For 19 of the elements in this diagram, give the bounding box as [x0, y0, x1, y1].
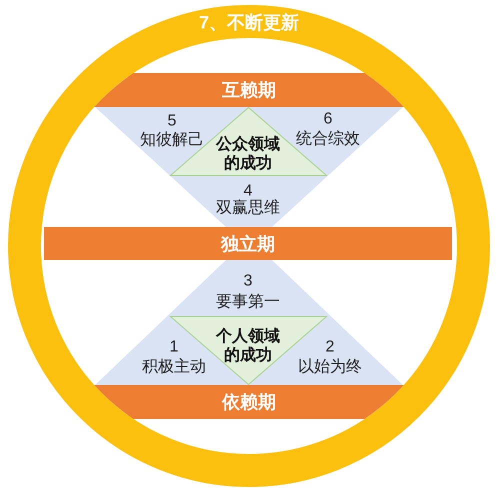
habit-label: 知彼解己	[140, 130, 204, 150]
step-number: 5	[168, 112, 176, 130]
step-number: 4	[244, 182, 252, 200]
habit-label: 以始为终	[298, 358, 362, 376]
habit-label: 双赢思维	[216, 198, 280, 218]
phase-bar: 独立期	[44, 227, 452, 260]
phase-bar: 互赖期	[94, 73, 404, 107]
habit-label: 积极主动	[142, 358, 206, 376]
habit-label: 要事第一	[216, 292, 280, 312]
step-number: 1	[170, 338, 178, 356]
phase-bar: 依赖期	[94, 385, 404, 419]
zone-label: 个人领域的成功	[215, 326, 281, 364]
ring-title: 7、不断更新	[199, 14, 299, 32]
step-number: 3	[244, 272, 252, 290]
ring-band	[8, 5, 490, 487]
step-number: 2	[326, 338, 334, 356]
zone-label: 公众领域的成功	[215, 134, 281, 172]
step-number: 6	[324, 110, 332, 128]
habit-label: 统合综效	[296, 130, 360, 148]
